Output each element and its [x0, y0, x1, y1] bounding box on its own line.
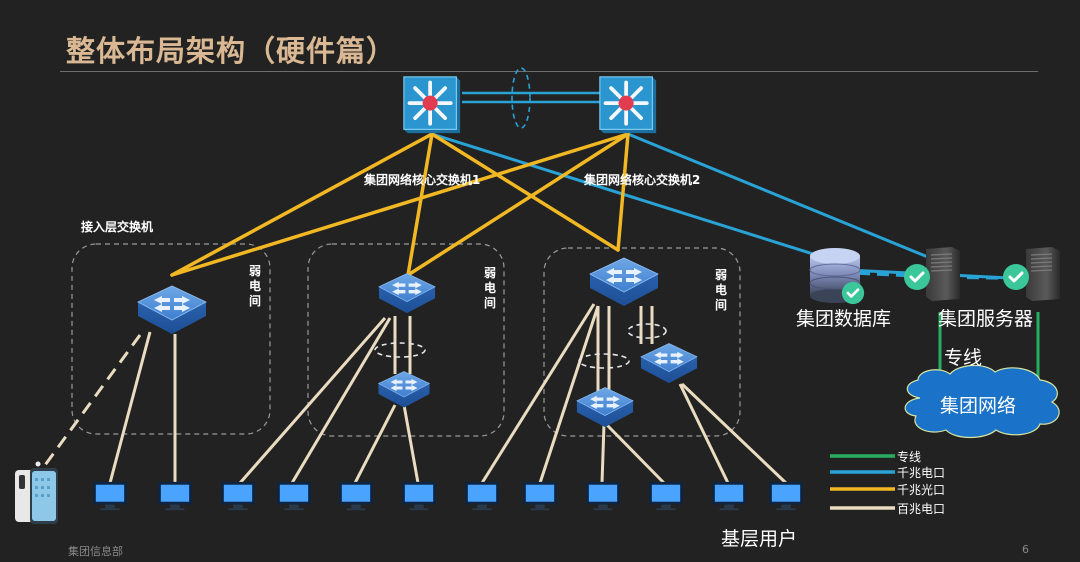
users-label: 基层用户	[721, 528, 798, 550]
access-switch-1-icon[interactable]	[137, 285, 207, 335]
pc-icon[interactable]	[402, 481, 436, 511]
database-label: 集团数据库	[796, 308, 892, 330]
room-box-1	[71, 243, 271, 435]
room-box-3	[543, 247, 741, 437]
cloud-icon[interactable]	[904, 364, 1060, 439]
slide-title: 整体布局架构（硬件篇）	[66, 34, 397, 68]
pc-icon[interactable]	[523, 481, 557, 511]
smartphone-icon[interactable]	[15, 461, 58, 525]
pc-icon[interactable]	[277, 481, 311, 511]
server-2-check-icon	[1002, 263, 1030, 291]
pc-icon[interactable]	[158, 481, 192, 511]
link-aggregation-ring	[511, 67, 531, 129]
core-switch-2-label: 集团网络核心交换机2	[584, 173, 701, 187]
pc-icon[interactable]	[465, 481, 499, 511]
legend	[830, 454, 895, 510]
page-number: 6	[1022, 543, 1029, 556]
pc-icon[interactable]	[649, 481, 683, 511]
pc-icon[interactable]	[769, 481, 803, 511]
pc-icon[interactable]	[339, 481, 373, 511]
legend-label-fast-ethernet: 百兆电口	[897, 502, 946, 516]
access-switch-2b-icon[interactable]	[378, 371, 430, 408]
pc-icon[interactable]	[221, 481, 255, 511]
room-label-2: 弱电间	[483, 266, 496, 310]
server-1-icon[interactable]	[925, 246, 961, 302]
wireless-link	[38, 334, 142, 473]
legend-label-dedicated: 专线	[897, 450, 922, 464]
access-switch-3b-icon[interactable]	[640, 343, 698, 384]
server-1-check-icon	[903, 263, 931, 291]
gigabit-optical-links	[170, 132, 630, 277]
database-check-icon	[841, 281, 865, 305]
access-switch-3a-icon[interactable]	[589, 257, 659, 307]
access-layer-label: 接入层交换机	[81, 220, 154, 234]
server-2-icon[interactable]	[1025, 246, 1061, 302]
core-switch-1-label: 集团网络核心交换机1	[364, 173, 481, 187]
dedicated-line-label: 专线	[944, 347, 983, 369]
room-box-2	[307, 243, 505, 437]
pc-icon[interactable]	[586, 481, 620, 511]
core-interlink	[462, 91, 600, 104]
cloud-label: 集团网络	[940, 395, 1017, 417]
title-divider	[60, 71, 1038, 72]
pc-icon[interactable]	[712, 481, 746, 511]
footer-department: 集团信息部	[68, 545, 123, 558]
server-label: 集团服务器	[938, 308, 1034, 330]
pc-row	[93, 481, 803, 511]
legend-label-gigabit-optical: 千兆光口	[897, 483, 946, 497]
access-switch-2a-icon[interactable]	[378, 273, 436, 314]
legend-label-gigabit-electric: 千兆电口	[897, 466, 946, 480]
core-switch-2-icon[interactable]	[598, 75, 658, 135]
room-label-3: 弱电间	[714, 268, 727, 312]
stack-rings	[374, 323, 667, 369]
access-switch-3c-icon[interactable]	[576, 387, 634, 428]
room-label-1: 弱电间	[248, 264, 261, 308]
core-switch-1-icon[interactable]	[402, 75, 462, 135]
fast-ethernet-links	[108, 303, 788, 485]
pc-icon[interactable]	[93, 481, 127, 511]
